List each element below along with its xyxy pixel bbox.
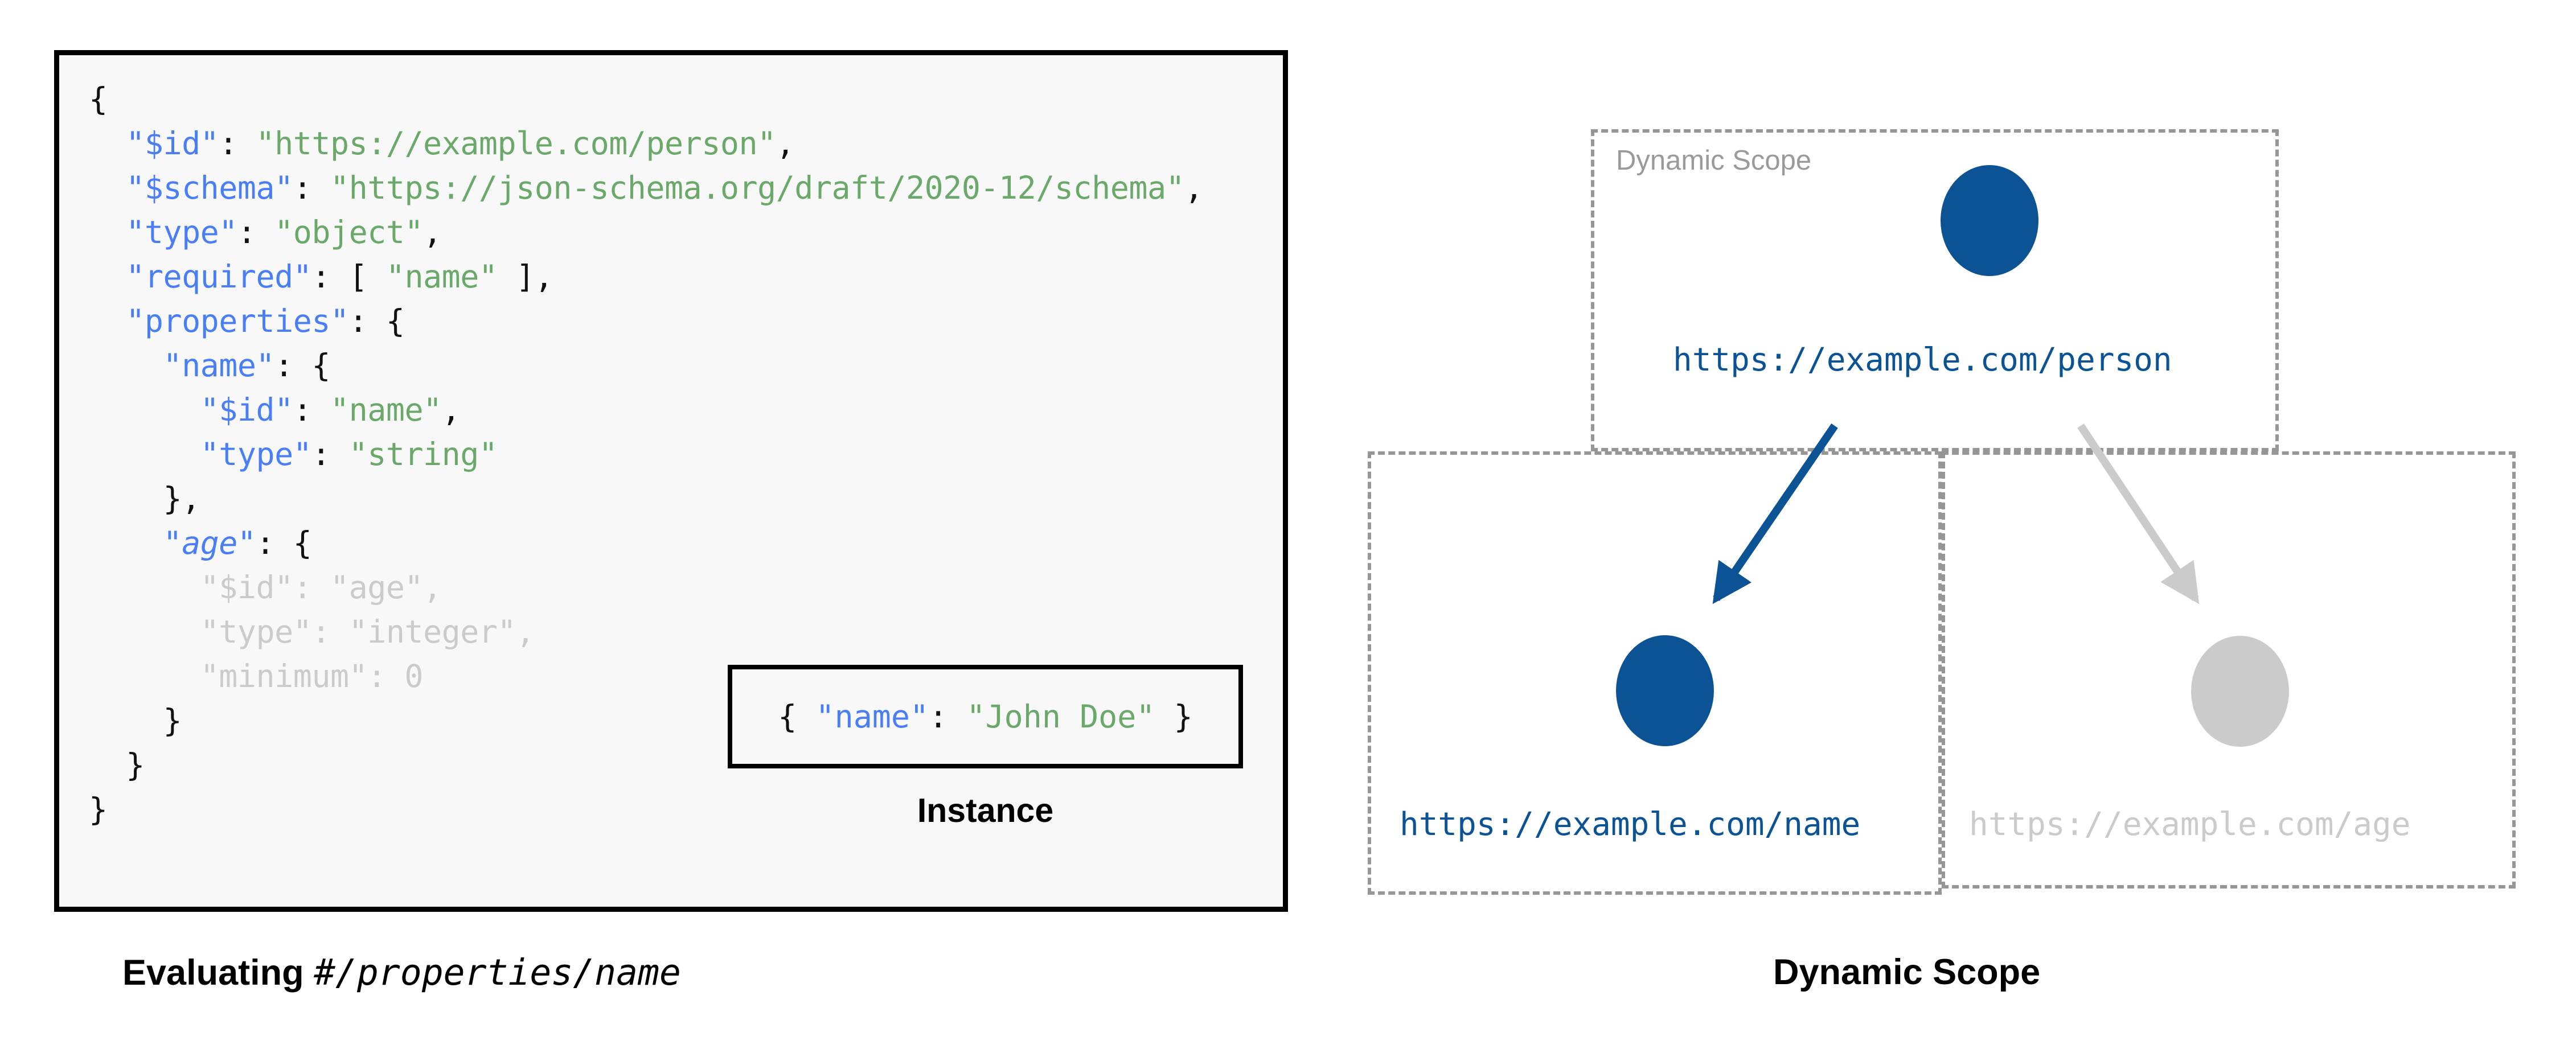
code-token: "name" <box>815 698 929 735</box>
code-indent <box>89 658 200 694</box>
code-indent <box>89 525 163 561</box>
code-line: "type": "integer", <box>89 610 1203 654</box>
code-token: , <box>776 125 795 162</box>
code-line: "$id": "name", <box>89 388 1203 432</box>
node-circle-name <box>1616 635 1714 746</box>
node-circle-person <box>1941 165 2038 276</box>
code-line: "$id": "https://example.com/person", <box>89 121 1203 166</box>
code-token: "required" <box>126 258 312 295</box>
code-token: , <box>423 214 442 250</box>
code-token: : <box>293 392 330 428</box>
code-token: "properties" <box>126 303 349 339</box>
instance-code: { "name": "John Doe" } <box>778 698 1193 735</box>
scope-box-label: Dynamic Scope <box>1616 145 1812 176</box>
code-indent <box>89 347 163 384</box>
code-indent <box>89 702 163 739</box>
schema-code: { "$id": "https://example.com/person", "… <box>89 77 1203 832</box>
code-indent <box>89 614 200 650</box>
code-token: ], <box>497 258 553 295</box>
code-line: "properties": { <box>89 299 1203 343</box>
code-token: : <box>293 170 330 206</box>
code-line: } <box>89 787 1203 832</box>
instance-label: Instance <box>917 792 1054 829</box>
code-line: "age": { <box>89 521 1203 565</box>
code-indent <box>89 258 126 295</box>
code-token: "name" <box>385 258 498 295</box>
code-token: : { <box>256 525 312 561</box>
code-token: "John Doe" <box>966 698 1155 735</box>
code-token: : { <box>348 303 405 339</box>
code-token: "name" <box>163 347 275 384</box>
code-indent <box>89 170 126 206</box>
code-token: "$id": "age", <box>200 569 442 606</box>
code-token: "$id" <box>200 392 294 428</box>
scope-box-name <box>1368 451 1942 895</box>
code-token: , <box>1184 170 1203 206</box>
code-token: } <box>89 791 108 828</box>
code-line: }, <box>89 476 1203 521</box>
code-line: "type": "object", <box>89 210 1203 254</box>
code-token: "$schema" <box>126 170 293 206</box>
node-label-age: https://example.com/age <box>1969 806 2411 843</box>
code-token: "https://example.com/person" <box>256 125 777 162</box>
code-indent <box>89 392 200 428</box>
code-token: "age" <box>163 525 256 561</box>
code-token: "https://json-schema.org/draft/2020-12/s… <box>330 170 1185 206</box>
code-token: { <box>89 81 108 117</box>
code-line: } <box>89 743 1203 787</box>
code-line: "required": [ "name" ], <box>89 254 1203 299</box>
node-label-name: https://example.com/name <box>1400 806 1861 843</box>
code-token: "minimum": 0 <box>200 658 424 694</box>
code-indent <box>89 303 126 339</box>
code-indent <box>89 480 163 517</box>
code-indent <box>89 436 200 472</box>
code-token: }, <box>163 480 200 517</box>
code-token: "type" <box>200 436 312 472</box>
instance-box: { "name": "John Doe" } <box>728 665 1243 768</box>
code-indent <box>89 569 200 606</box>
code-token: "string" <box>348 436 498 472</box>
code-token: : { <box>274 347 330 384</box>
caption-dynamic-scope: Dynamic Scope <box>1773 952 2041 992</box>
code-token: : <box>219 125 256 162</box>
code-line: "$schema": "https://json-schema.org/draf… <box>89 166 1203 210</box>
code-line: } <box>89 698 1203 743</box>
node-label-person: https://example.com/person <box>1673 342 2172 379</box>
scope-box-person <box>1591 129 2279 451</box>
code-token: : <box>237 214 275 250</box>
code-token: : <box>929 698 967 735</box>
code-line: "name": { <box>89 343 1203 388</box>
code-line: "type": "string" <box>89 432 1203 476</box>
code-line: "minimum": 0 <box>89 654 1203 698</box>
code-line: { <box>89 77 1203 121</box>
scope-box-age <box>1942 451 2516 889</box>
code-token: } <box>126 747 145 783</box>
code-token: : [ <box>311 258 386 295</box>
code-token: , <box>441 392 461 428</box>
caption-evaluating-pointer: #/properties/name <box>314 952 681 993</box>
code-token: } <box>1155 698 1193 735</box>
code-token: "$id" <box>126 125 219 162</box>
node-circle-age <box>2191 636 2289 747</box>
caption-evaluating-prefix: Evaluating <box>122 953 314 993</box>
code-token: "type": "integer", <box>200 614 535 650</box>
code-token: "type" <box>126 214 237 250</box>
schema-code-box: { "$id": "https://example.com/person", "… <box>54 50 1288 912</box>
code-line: "$id": "age", <box>89 565 1203 610</box>
code-token: { <box>778 698 816 735</box>
code-token: } <box>163 702 182 739</box>
code-token: "object" <box>274 214 424 250</box>
code-indent <box>89 747 126 783</box>
code-indent <box>89 214 126 250</box>
caption-evaluating: Evaluating #/properties/name <box>122 952 681 993</box>
code-indent <box>89 125 126 162</box>
code-token: : <box>311 436 349 472</box>
code-token: "name" <box>330 392 442 428</box>
